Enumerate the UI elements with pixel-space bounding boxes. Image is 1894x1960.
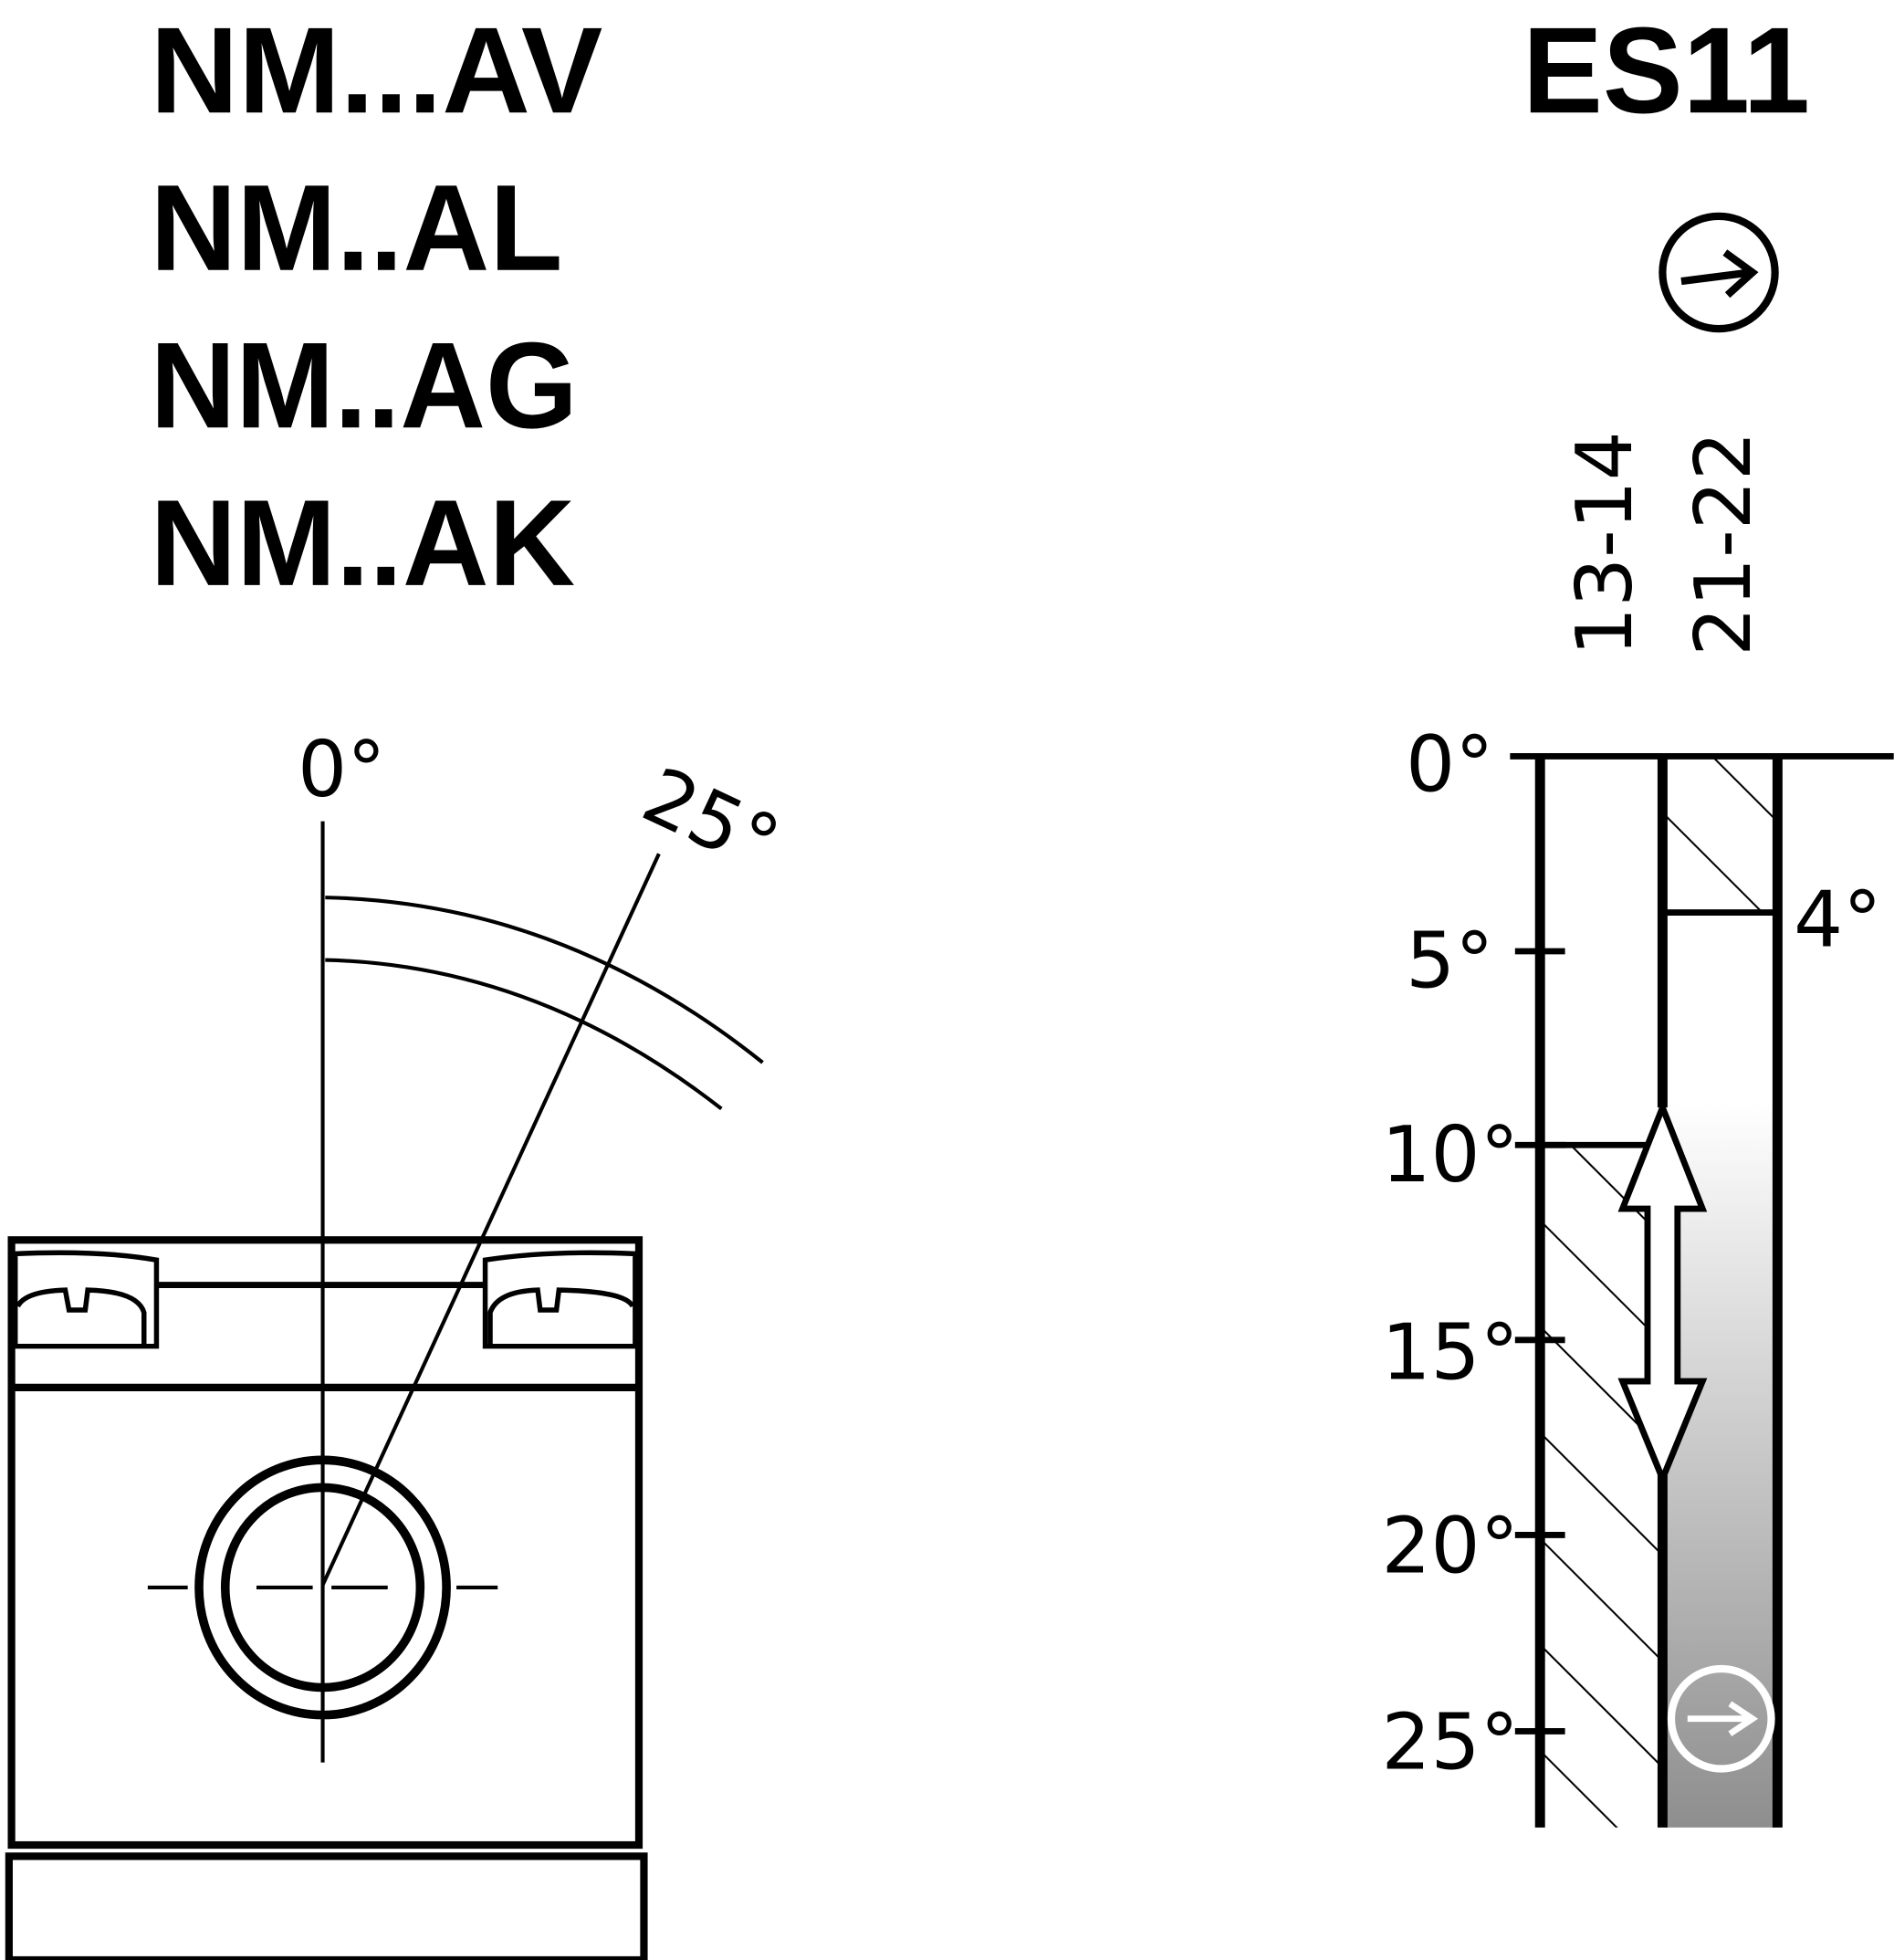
scale-label-20: 20° [1381, 1502, 1518, 1592]
contact-label-21-22: 21-22 [1679, 431, 1769, 656]
contact-13-14-closed-region [1542, 1145, 1660, 1828]
scale-label-25: 25° [1381, 1698, 1518, 1788]
open-angle-label: 4° [1794, 875, 1881, 966]
switch-body [5, 1236, 648, 1960]
travel-gradient [1665, 1099, 1775, 1828]
scale-label-0: 0° [1406, 720, 1493, 811]
switch-name: ES11 [1523, 3, 1810, 139]
model-title-2: NM..AL [151, 161, 563, 297]
zero-degree-label: 0° [298, 725, 385, 815]
scale-label-15: 15° [1381, 1307, 1518, 1398]
circle-arrow-right-icon [1667, 1664, 1775, 1773]
travel-angle-label: 25° [630, 750, 792, 890]
double-arrow-icon [1617, 1098, 1708, 1487]
switching-chart: 0° 5° 10° 15° 20° 25° 4° [1381, 720, 1894, 1828]
scale-ticks [1514, 948, 1565, 1735]
model-title-1: NM...AV [151, 3, 603, 139]
circle-arrow-right-icon [1659, 212, 1779, 333]
scale-label-5: 5° [1406, 917, 1493, 1007]
actuator-angle-drawing: 0° 25° [5, 725, 792, 1960]
model-title-4: NM..AK [151, 476, 576, 612]
scale-label-10: 10° [1381, 1110, 1518, 1200]
contact-21-22-closed-region [1665, 756, 1775, 913]
model-title-3: NM..AG [151, 318, 578, 454]
contact-label-13-14: 13-14 [1560, 431, 1650, 656]
